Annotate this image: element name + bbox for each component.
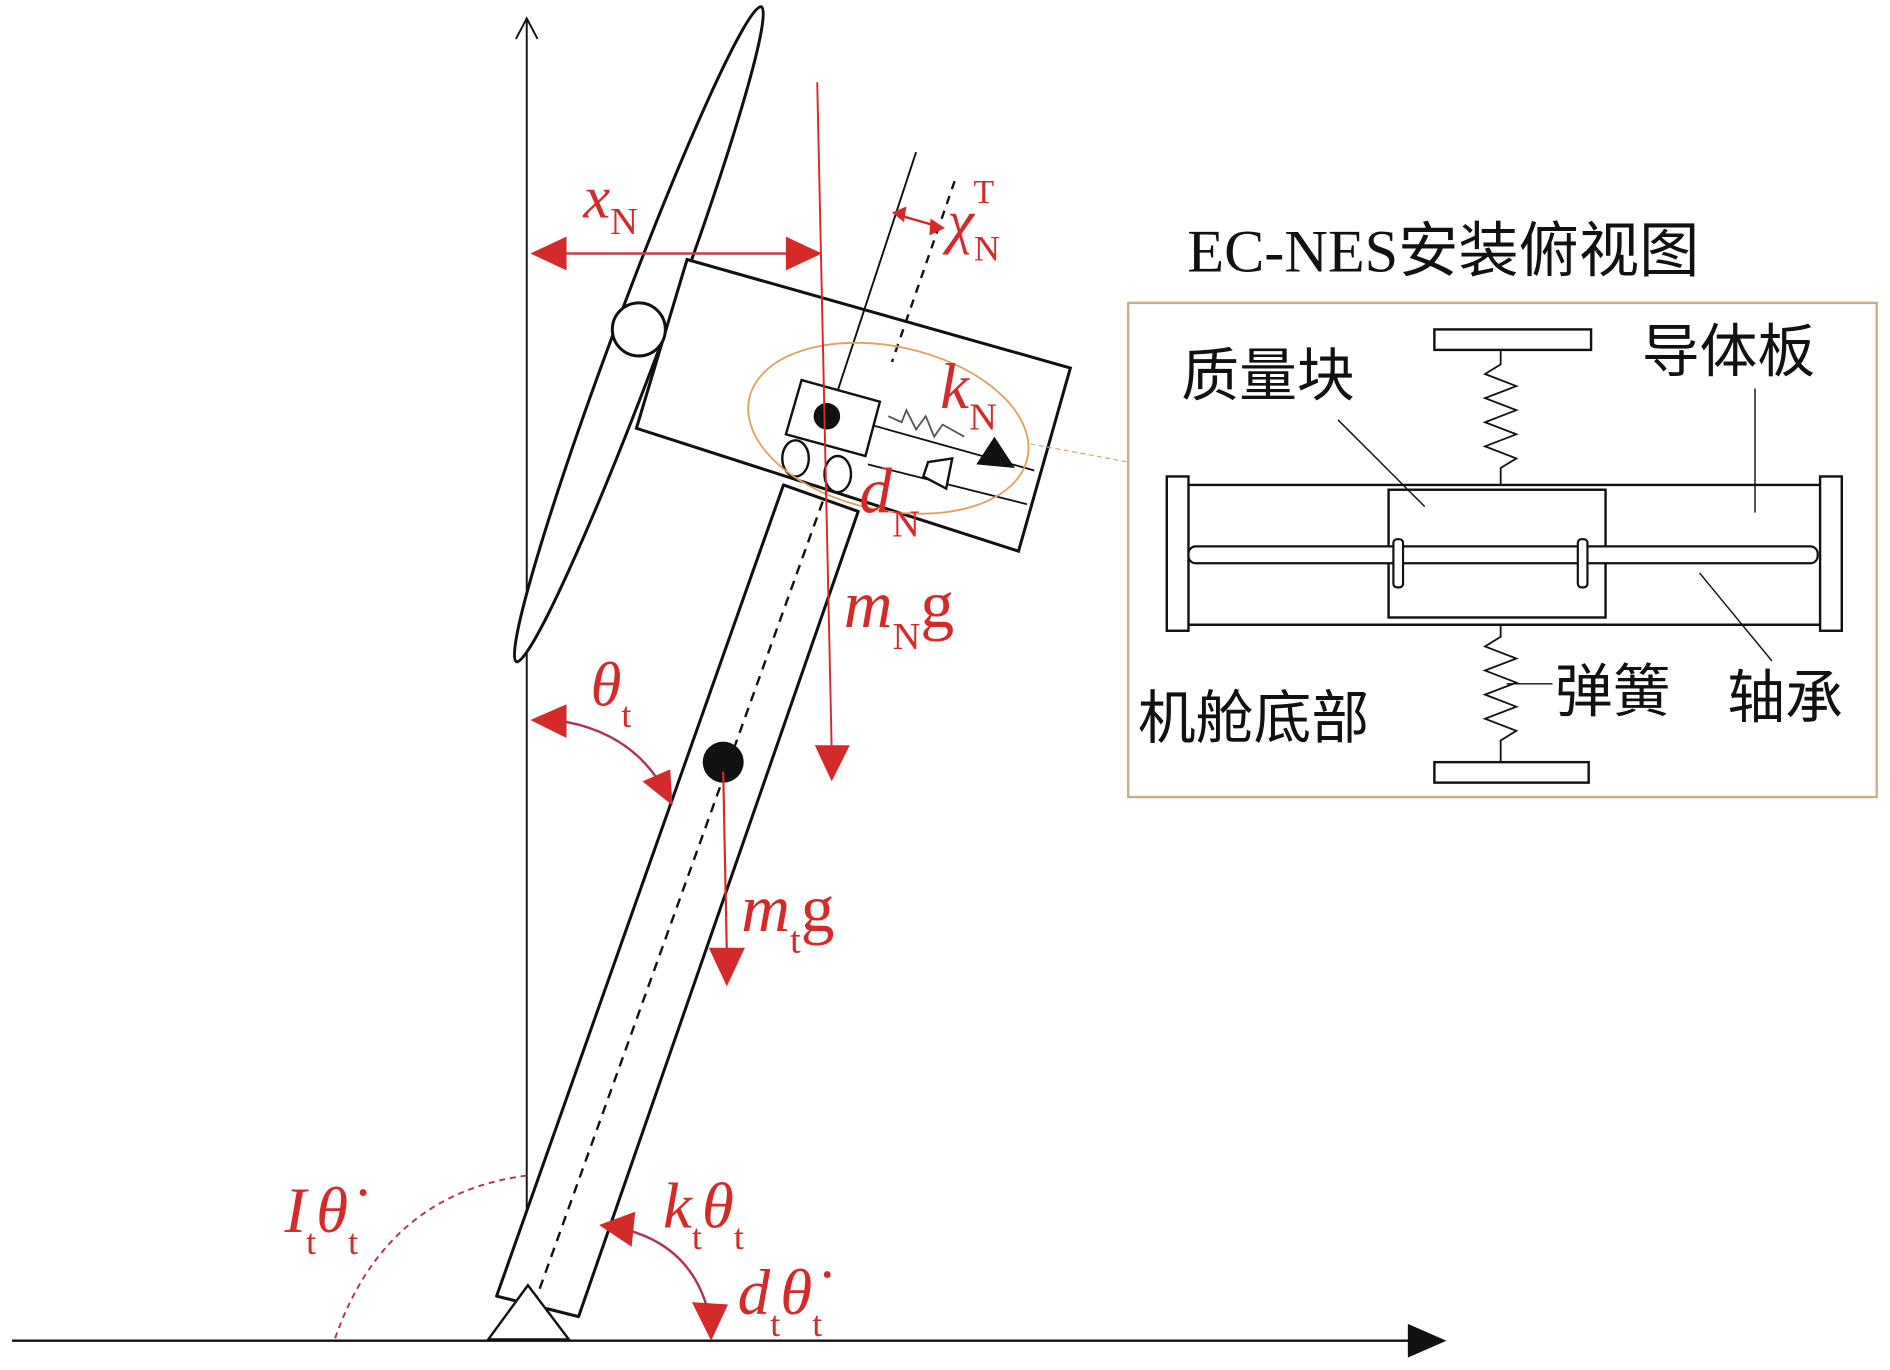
label-mass-block: 质量块 [1181, 342, 1355, 410]
theta-t-arrow [530, 704, 673, 806]
label-bearing: 轴承 [1727, 664, 1843, 732]
label-It-thetadot: Itθ̇t [283, 1175, 367, 1262]
label-chi-NT: χNT [942, 174, 1000, 269]
chi-dimension-arrow [891, 206, 945, 236]
ec-nes-highlight [747, 341, 1030, 515]
label-kN: kN [940, 351, 997, 439]
label-kt-theta: ktθt [663, 1170, 744, 1257]
anchor-triangle-icon [976, 436, 1015, 469]
inset-shaft [1187, 545, 1819, 565]
hub-icon [610, 301, 667, 358]
vertical-axis [515, 16, 539, 1339]
tower [495, 476, 860, 1319]
stiffness-damping-arrow [599, 1211, 729, 1341]
ec-nes-top-view-inset [1127, 301, 1878, 799]
label-dN: dN [859, 456, 919, 546]
nacelle-gravity-arrow [814, 82, 850, 782]
label-dt-thetadot: dtθ̇t [738, 1257, 832, 1344]
ec-nes-mass [781, 378, 1015, 494]
nacelle-axis-line [828, 151, 917, 417]
horizontal-axis [12, 1323, 1447, 1358]
label-spring: 弹簧 [1555, 658, 1671, 726]
inset-title: EC-NES安装俯视图 [1187, 219, 1699, 286]
tower-gravity-arrow [702, 741, 745, 987]
label-conductor-plate: 导体板 [1642, 318, 1816, 386]
ground-support-triangle [485, 1283, 572, 1341]
xN-dimension-arrow [530, 236, 823, 271]
label-xN: xN [582, 164, 638, 243]
label-theta-t: θt [591, 649, 632, 735]
tower-center-of-mass [702, 741, 744, 783]
nacelle-displaced-axis [890, 180, 956, 363]
inertia-arc [334, 1174, 527, 1339]
label-mtg: mtg [741, 871, 834, 962]
label-mNg: mNg [844, 567, 954, 658]
label-nacelle-bottom: 机舱底部 [1138, 684, 1369, 752]
